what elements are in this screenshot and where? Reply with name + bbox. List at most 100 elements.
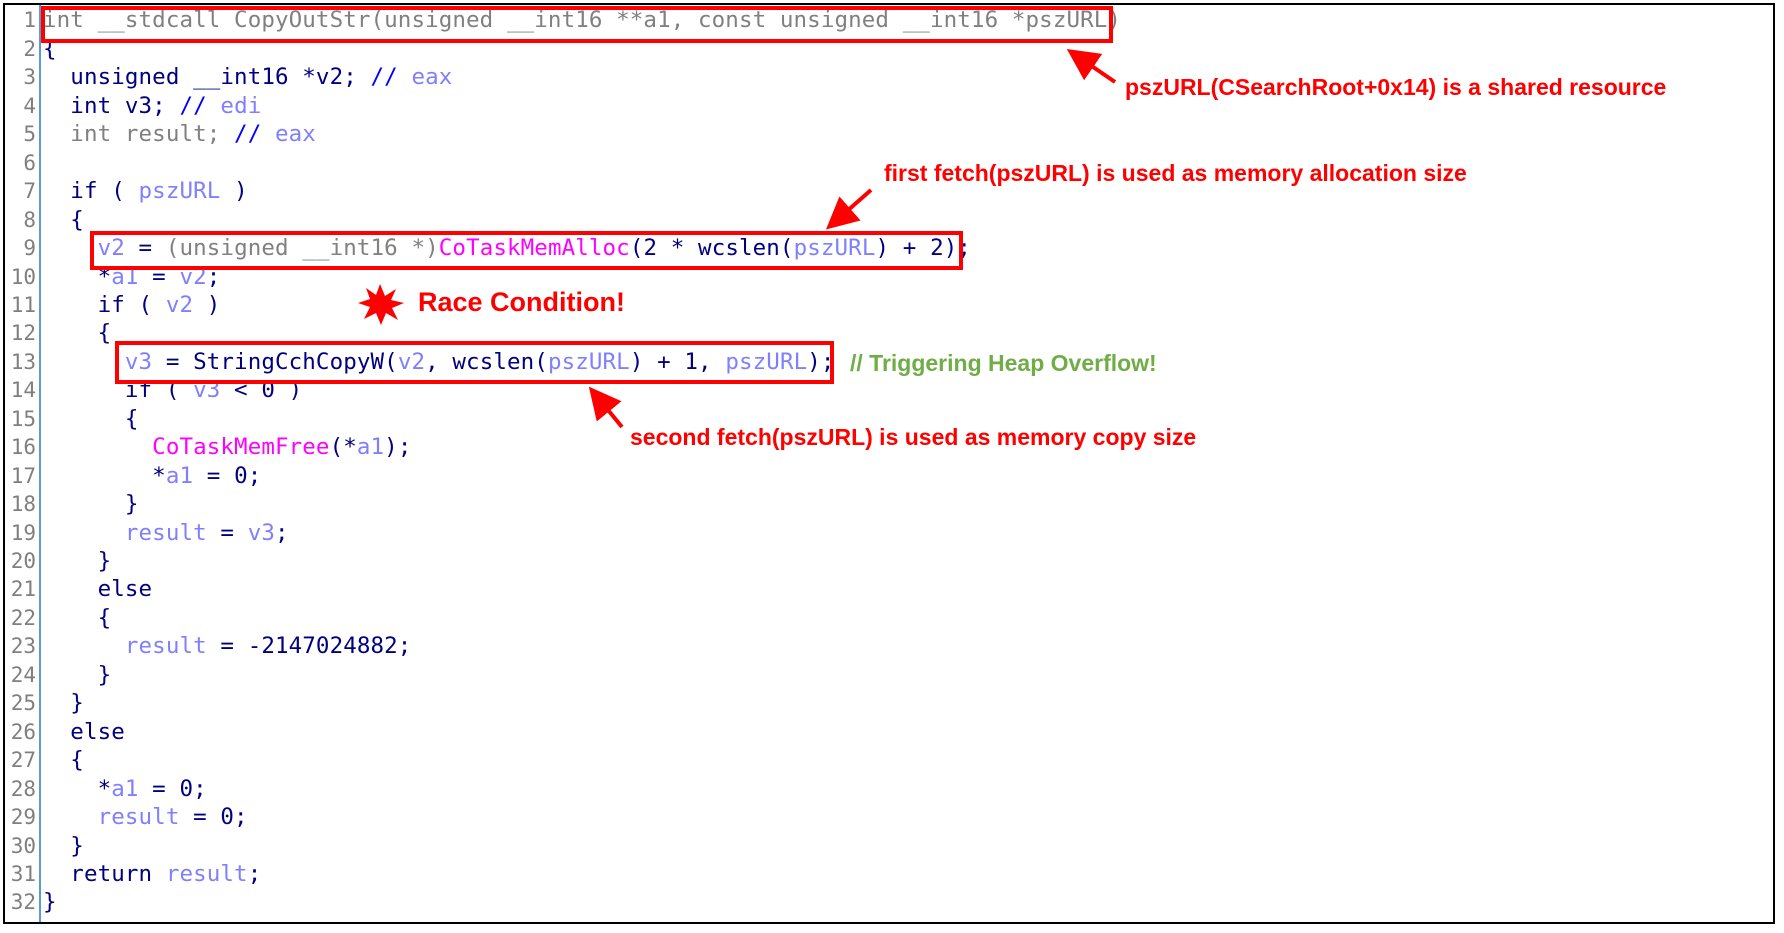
code-token: } [43,833,84,859]
line-number: 16 [10,435,36,459]
code-line: int v3; // edi [43,92,261,120]
code-token: (unsigned __int16 *) [165,235,439,261]
arrow-first-fetch [825,188,873,230]
line-number: 8 [23,208,36,232]
line-number: 13 [10,350,36,374]
code-token: } [43,662,112,688]
code-token: int __stdcall CopyOutStr(unsigned __int1… [43,7,1122,33]
code-token: result [43,520,207,546]
code-line: { [43,405,139,433]
code-token: a1 [356,434,385,460]
line-number: 26 [10,720,36,744]
code-token: ); [807,349,835,375]
code-token: pszURL [138,178,221,204]
line-number: 19 [10,521,36,545]
race-condition-label: Race Condition! [418,287,625,317]
code-token: edi [220,93,262,119]
line-number: 6 [23,151,36,175]
code-token: = [124,235,166,261]
code-token: ; [206,264,221,290]
starburst-icon [358,284,404,325]
line-number: 4 [23,94,36,118]
heap-overflow-comment: // Triggering Heap Overflow! [850,350,1157,376]
code-line: { [43,746,84,774]
code-token: if ( [43,178,139,204]
line-number: 32 [10,890,36,914]
code-token: v3 [43,349,153,375]
code-token: ) [193,292,221,318]
code-token: } [43,491,139,517]
code-token: } [43,690,84,716]
code-token: // [234,121,275,147]
code-token: eax [275,121,316,147]
line-number: 27 [10,748,36,772]
line-number: 23 [10,634,36,658]
second-fetch-note: second fetch(pszURL) is used as memory c… [630,424,1197,450]
line-number: 22 [10,606,36,630]
line-number: 24 [10,663,36,687]
code-token: { [43,320,112,346]
line-number: 20 [10,549,36,573]
code-token: (2 * wcslen( [629,235,794,261]
code-token: v3 [247,520,276,546]
code-line: { [43,604,112,632]
code-line: return result; [43,860,261,888]
line-number: 5 [23,122,36,146]
code-token: } [43,548,112,574]
code-token: result [165,861,248,887]
code-token: result [43,804,180,830]
line-number: 29 [10,805,36,829]
code-token: pszURL [793,235,876,261]
code-token: return [43,861,166,887]
line-number: 10 [10,265,36,289]
code-token: v2 [397,349,426,375]
code-token: } [43,889,57,915]
code-token: // [179,93,221,119]
code-line: } [43,689,84,717]
code-token: pszURL [725,349,808,375]
code-line: { [43,206,84,234]
code-token: CoTaskMemAlloc [438,235,630,261]
code-token: if ( [43,292,166,318]
code-token: pszURL [547,349,630,375]
function-signature-highlight [41,6,1113,43]
code-token: int result; [43,121,235,147]
code-token: int v3; [43,93,180,119]
code-line: result = 0; [43,803,248,831]
first-fetch-note: first fetch(pszURL) is used as memory al… [884,160,1467,186]
code-token: ); [384,434,412,460]
code-line: unsigned __int16 *v2; // eax [43,63,452,91]
line-number: 21 [10,577,36,601]
line-number: 3 [23,65,36,89]
code-token: { [43,207,84,233]
code-token: * [43,264,112,290]
alloc-line-highlight [90,231,963,270]
code-token: // [370,64,412,90]
code-token: unsigned __int16 *v2; [43,64,371,90]
code-line: v3 = StringCchCopyW(v2, wcslen(pszURL) +… [43,348,835,376]
line-number: 15 [10,407,36,431]
code-line: } [43,547,112,575]
code-token: ; [275,520,289,546]
line-number: 9 [23,236,36,260]
code-token: , wcslen( [425,349,548,375]
code-token: = 0; [193,463,262,489]
code-line: } [43,832,84,860]
line-number: 1 [23,8,36,32]
code-line: else [43,718,125,746]
line-number: 17 [10,464,36,488]
code-token: * [43,463,166,489]
code-token: = [138,264,180,290]
line-number: 18 [10,492,36,516]
code-token: ; [247,861,262,887]
line-number: 12 [10,321,36,345]
code-token: = 0; [138,776,207,802]
code-token: = -2147024882; [206,633,412,659]
code-line: if ( v2 ) [43,291,221,319]
code-token: result [43,633,207,659]
code-token: { [43,605,112,631]
line-number: 25 [10,691,36,715]
gutter-divider [39,5,41,922]
code-line: result = -2147024882; [43,632,411,660]
